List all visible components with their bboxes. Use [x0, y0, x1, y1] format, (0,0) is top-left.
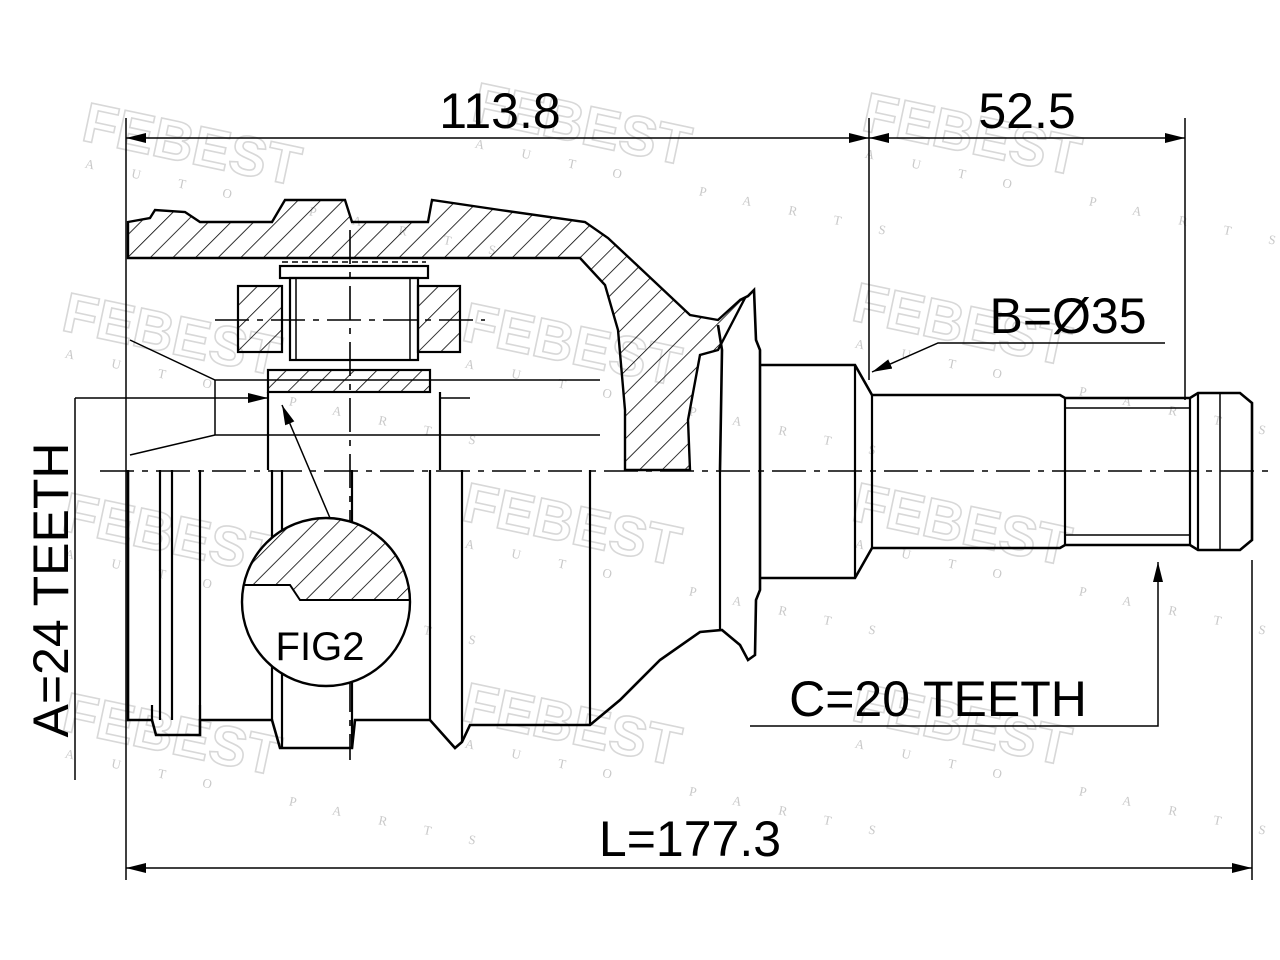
dim-total-length: L=177.3 [599, 811, 781, 867]
fig2-detail: FIG2 [240, 404, 412, 688]
dim-shaft-diameter: B=Ø35 [989, 288, 1146, 344]
housing-wall-section [126, 198, 748, 472]
roller-right-section [416, 284, 462, 354]
spider-trunnion-section [266, 368, 432, 394]
dim-housing-length: 113.8 [439, 83, 560, 139]
watermark-logo: FEBEST AUTO PARTS [847, 469, 1280, 645]
fig2-label: FIG2 [276, 625, 365, 669]
roller-left-section [236, 284, 284, 354]
dimension-lines [74, 118, 1253, 880]
svg-text:AUTO PARTS: AUTO PARTS [64, 746, 515, 856]
dim-shaft-length: 52.5 [978, 83, 1075, 139]
svg-text:AUTO PARTS: AUTO PARTS [464, 536, 915, 646]
dim-housing-teeth: A=24 TEETH [23, 442, 79, 737]
dim-shaft-teeth: C=20 TEETH [789, 671, 1087, 727]
cv-joint-part [100, 198, 1275, 760]
watermark-logo: FEBEST AUTO PARTS [57, 679, 515, 856]
svg-text:AUTO PARTS: AUTO PARTS [64, 346, 515, 456]
